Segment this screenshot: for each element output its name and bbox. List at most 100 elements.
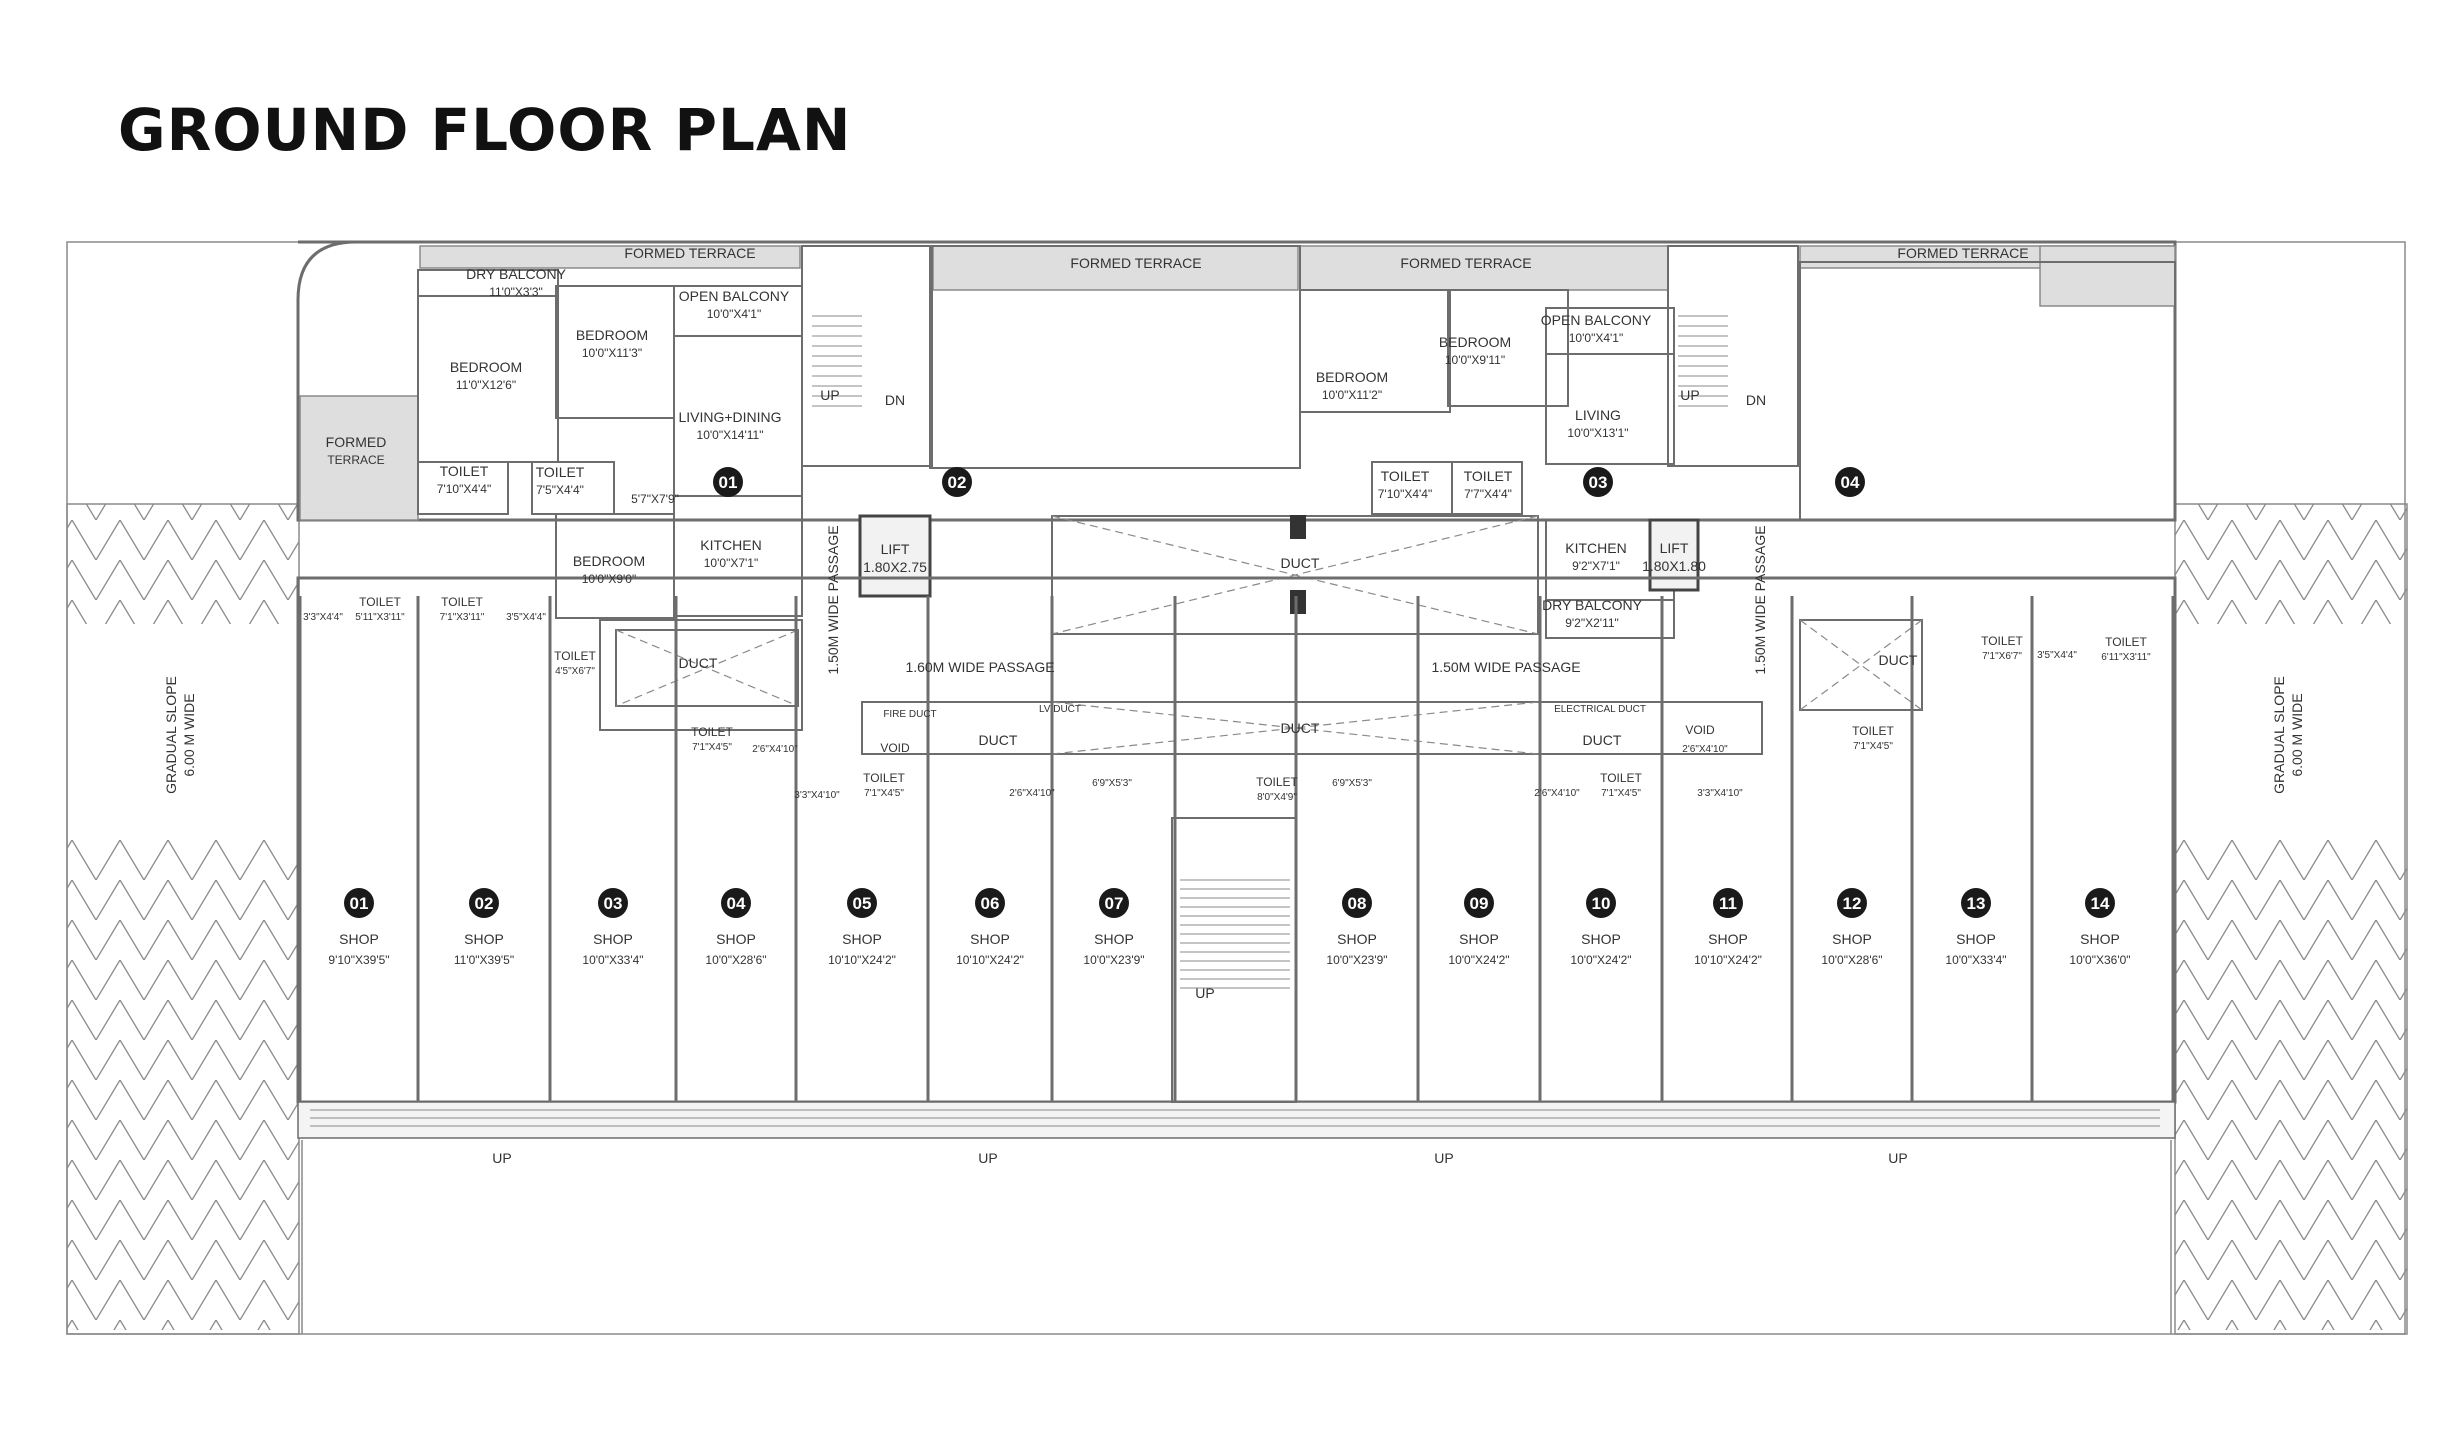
room-wall (1447, 289, 1569, 407)
room-dim: 10'0"X11'3" (582, 346, 642, 360)
shop-dim: 9'10"X39'5" (328, 953, 389, 967)
lv-duct-label: LV DUCT (1039, 704, 1081, 715)
shop-dim: 11'0"X39'5" (454, 953, 514, 967)
shop-label: SHOP (464, 931, 504, 947)
stairs-up-label: UP (820, 387, 839, 403)
room-name: OPEN BALCONY (679, 288, 790, 304)
shop-label: SHOP (593, 931, 633, 947)
shop-dim: 10'0"X24'2" (1448, 953, 1509, 967)
shop-label: SHOP (1832, 931, 1872, 947)
shop-number-badge (1342, 888, 1372, 918)
shop-number-badge (721, 888, 751, 918)
service-room-dim: 7'1"X4'5" (692, 742, 732, 753)
passage-label-vertical: 1.50M WIDE PASSAGE (825, 525, 841, 674)
service-room-name: TOILET (1852, 724, 1894, 738)
slope-label-line2: 6.00 M WIDE (2289, 693, 2305, 776)
service-room-dim: 6'9"X5'3" (1092, 778, 1132, 789)
flat-02-outline (929, 245, 1301, 469)
duct-diagonal (1051, 701, 1539, 755)
duct-label: DUCT (979, 732, 1018, 748)
central-stair (1171, 817, 1297, 1103)
front-step-up-label: UP (492, 1150, 511, 1166)
service-room-dim: 3'5"X4'4" (2037, 650, 2077, 661)
service-room-name: TOILET (2105, 635, 2147, 649)
slope-label-line1: GRADUAL SLOPE (163, 676, 179, 794)
shop-label: SHOP (1708, 931, 1748, 947)
room-wall (417, 461, 509, 515)
service-room-dim: 7'1"X3'11" (440, 612, 485, 623)
formed-terrace (419, 245, 801, 269)
passage-label-vertical: 1.50M WIDE PASSAGE (1752, 525, 1768, 674)
shop-dim: 10'10"X24'2" (1694, 953, 1762, 967)
room-dim: 7'10"X4'4" (1378, 487, 1432, 501)
room-name: LIVING (1575, 407, 1621, 423)
room-wall (1545, 599, 1675, 639)
shop-label: SHOP (842, 931, 882, 947)
shop-number-badge (975, 888, 1005, 918)
service-room-dim: 2'6"X4'10" (752, 744, 798, 755)
lift-label: LIFT (881, 541, 910, 557)
stairs-up-label: UP (1680, 387, 1699, 403)
shop-dim: 10'0"X36'0" (2069, 953, 2130, 967)
shop-number-badge (1464, 888, 1494, 918)
flat-number-badge (1835, 467, 1865, 497)
room-dim: 9'2"X2'11" (1565, 616, 1619, 630)
room-name: BEDROOM (450, 359, 522, 375)
shop-number: 05 (853, 894, 872, 913)
shop-number-badge (1837, 888, 1867, 918)
passage-label: 1.50M WIDE PASSAGE (1431, 659, 1580, 675)
room-dim: TERRACE (327, 453, 384, 467)
service-room-dim: 3'3"X4'4" (303, 612, 343, 623)
shop-number-badge (1713, 888, 1743, 918)
service-room-dim: 7'1"X4'5" (864, 788, 904, 799)
room-name: TOILET (440, 463, 489, 479)
room-dim: 10'0"X14'11" (697, 428, 764, 442)
flat-number-badge (713, 467, 743, 497)
shop-dim: 10'0"X28'6" (705, 953, 766, 967)
room-dim: 10'0"X9'0" (582, 572, 636, 586)
passage-label: 1.60M WIDE PASSAGE (905, 659, 1054, 675)
shop-dim: 10'0"X23'9" (1083, 953, 1144, 967)
shop-number-badge (469, 888, 499, 918)
shop-number: 12 (1843, 894, 1862, 913)
duct-label: DUCT (1281, 720, 1320, 736)
service-room-name: TOILET (863, 771, 905, 785)
room-name: BEDROOM (576, 327, 648, 343)
room-name: TOILET (1464, 468, 1513, 484)
room-name: KITCHEN (700, 537, 761, 553)
shop-label: SHOP (1337, 931, 1377, 947)
lift-label: LIFT (1660, 540, 1689, 556)
slope-chevrons (2175, 840, 2407, 1330)
service-room-name: TOILET (359, 595, 401, 609)
room-name: LIVING+DINING (678, 409, 781, 425)
shop-label: SHOP (2080, 931, 2120, 947)
duct-label: DUCT (1879, 652, 1918, 668)
shop-number-badge (847, 888, 877, 918)
slope-chevrons (67, 504, 299, 624)
room-dim: 10'0"X9'11" (1445, 353, 1505, 367)
service-room-name: TOILET (1600, 771, 1642, 785)
room-dim: 11'0"X3'3" (489, 285, 543, 299)
electrical-duct-label: ELECTRICAL DUCT (1554, 704, 1646, 715)
service-room-name: TOILET (1981, 634, 2023, 648)
shop-dim: 10'0"X33'4" (582, 953, 643, 967)
room-name: BEDROOM (573, 553, 645, 569)
shop-label: SHOP (716, 931, 756, 947)
shop-dim: 10'0"X33'4" (1945, 953, 2006, 967)
lift-dim: 1.80X1.80 (1642, 558, 1706, 574)
stairs-dn-label: DN (885, 392, 905, 408)
lift-shaft (858, 514, 932, 598)
shop-label: SHOP (1581, 931, 1621, 947)
shop-number-badge (1099, 888, 1129, 918)
shop-number: 02 (475, 894, 494, 913)
shop-number: 01 (350, 894, 369, 913)
service-room-dim: 3'3"X4'10" (794, 790, 840, 801)
service-room-dim: 7'1"X6'7" (1982, 651, 2022, 662)
room-dim: 7'5"X4'4" (536, 483, 584, 497)
shop-dim: 10'0"X24'2" (1570, 953, 1631, 967)
room-name: TOILET (536, 464, 585, 480)
